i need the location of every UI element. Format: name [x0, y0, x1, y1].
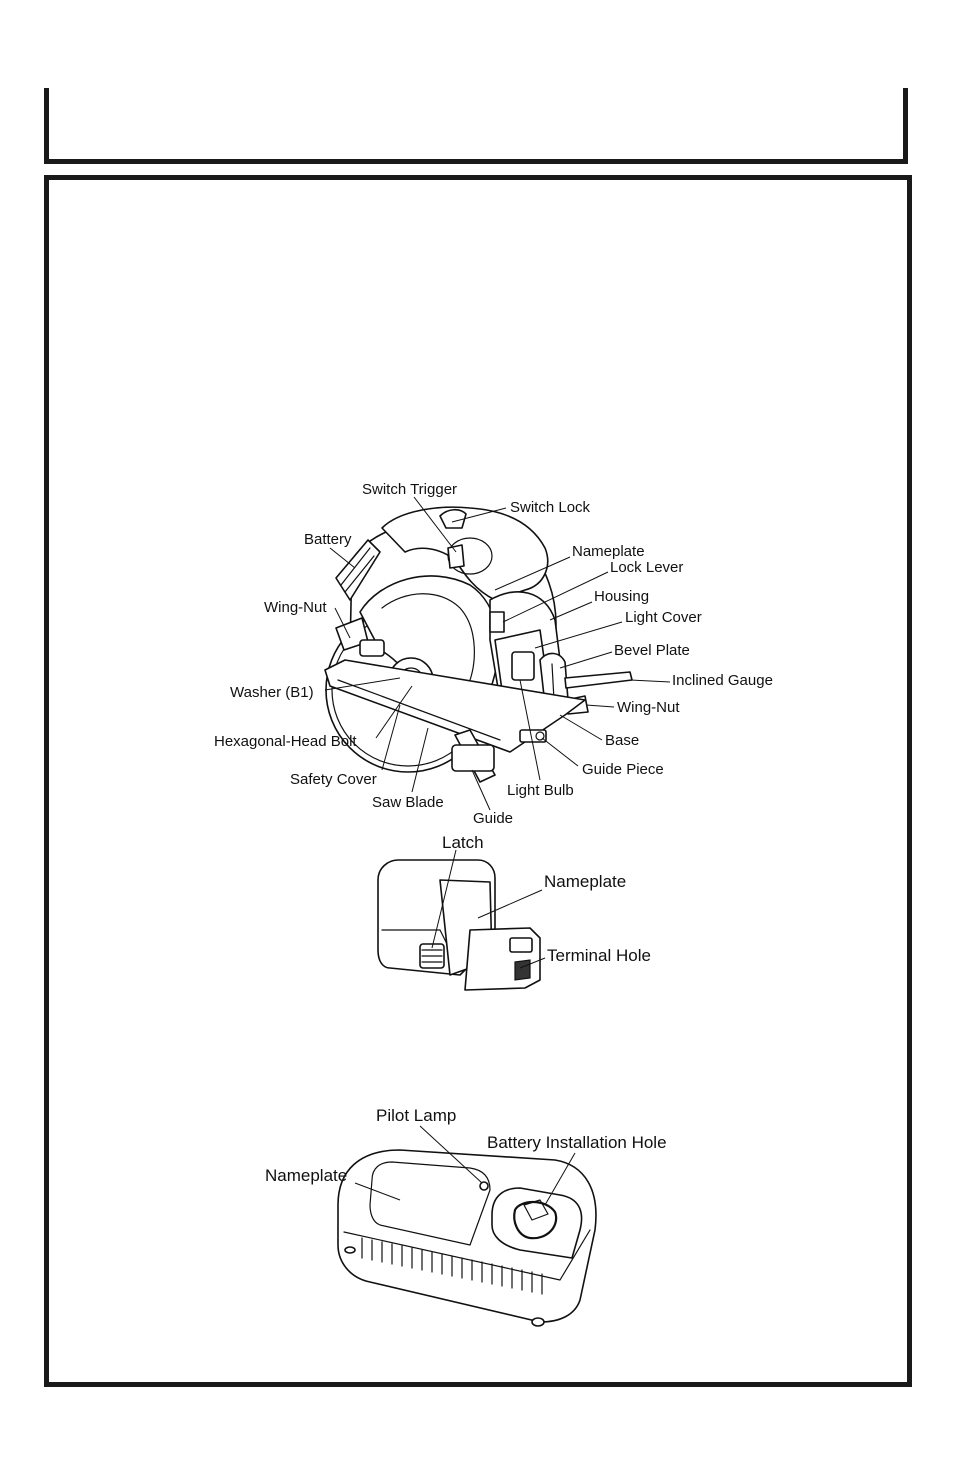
label-nameplate: Nameplate	[572, 543, 645, 560]
label-bevel-plate: Bevel Plate	[614, 642, 690, 659]
label-pilot-lamp: Pilot Lamp	[376, 1106, 456, 1125]
label-installation-hole: Battery Installation Hole	[487, 1133, 667, 1152]
label-battery-nameplate: Nameplate	[544, 872, 626, 891]
label-charger-nameplate: Nameplate	[265, 1166, 347, 1185]
label-wing-nut-right: Wing-Nut	[617, 699, 680, 716]
label-inclined-gauge: Inclined Gauge	[672, 672, 773, 689]
label-housing: Housing	[594, 588, 649, 605]
label-wing-nut-left: Wing-Nut	[264, 599, 327, 616]
charger-drawing	[338, 1150, 596, 1326]
label-saw-blade: Saw Blade	[372, 794, 444, 811]
label-guide: Guide	[473, 810, 513, 827]
label-latch: Latch	[442, 833, 484, 852]
label-switch-lock: Switch Lock	[510, 499, 591, 516]
label-lock-lever: Lock Lever	[610, 559, 683, 576]
label-light-cover: Light Cover	[625, 609, 702, 626]
label-hex-bolt: Hexagonal-Head Bolt	[214, 733, 357, 750]
label-light-bulb: Light Bulb	[507, 782, 574, 799]
label-switch-trigger: Switch Trigger	[362, 481, 457, 498]
label-guide-piece: Guide Piece	[582, 761, 664, 778]
label-base: Base	[605, 732, 639, 749]
label-washer: Washer (B1)	[230, 684, 314, 701]
label-terminal-hole: Terminal Hole	[547, 946, 651, 965]
label-safety-cover: Safety Cover	[290, 771, 377, 788]
label-battery: Battery	[304, 531, 352, 548]
battery-pack-drawing	[378, 860, 540, 990]
